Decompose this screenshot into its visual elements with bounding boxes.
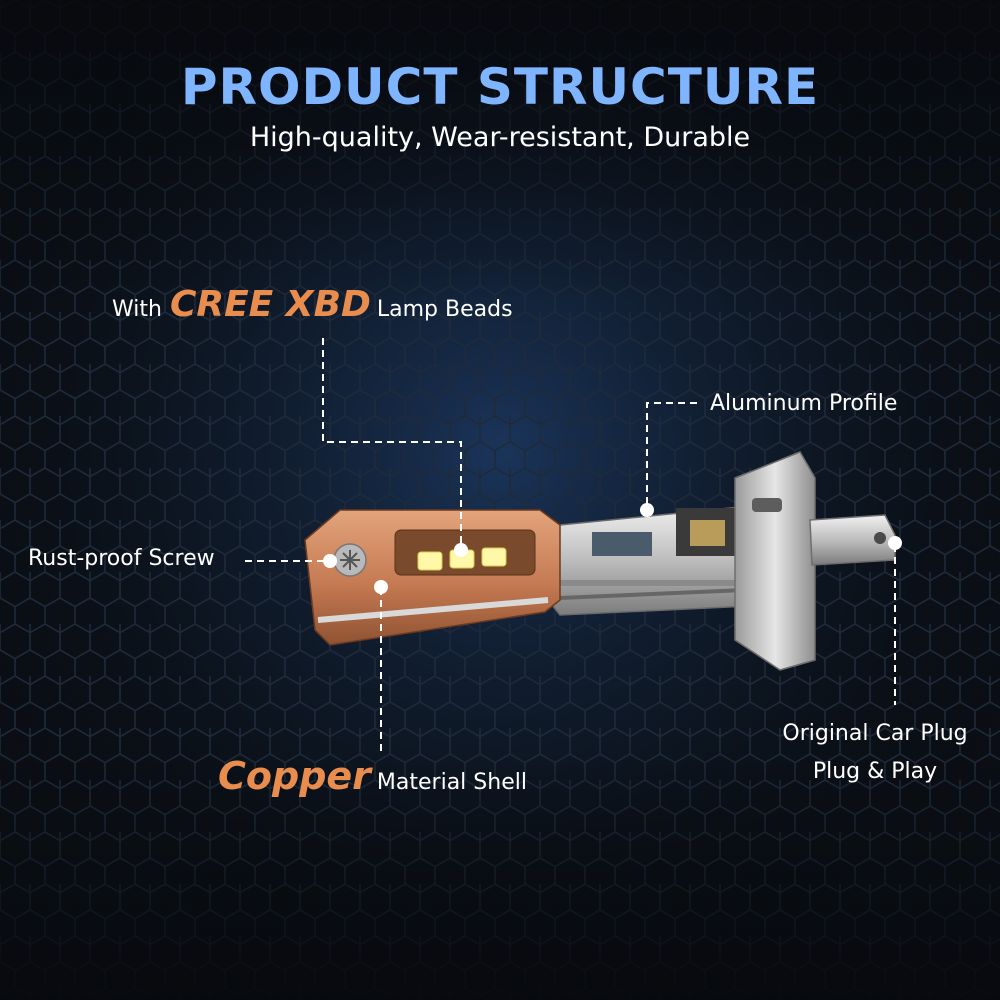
cree-prefix: With (112, 297, 162, 322)
copper-suffix: Material Shell (376, 770, 527, 795)
plug-callout: Original Car Plug Plug & Play (760, 715, 990, 791)
cree-leader-line (322, 338, 462, 548)
aluminum-marker-dot (640, 503, 654, 517)
screw-callout: Rust-proof Screw (28, 546, 215, 571)
plug-line-2: Plug & Play (812, 759, 938, 784)
copper-marker-dot (374, 580, 388, 594)
cree-highlight: CREE XBD (169, 284, 371, 325)
page-title: PRODUCT STRUCTURE (180, 58, 820, 116)
page-subtitle: High-quality, Wear-resistant, Durable (249, 122, 751, 153)
copper-shell (304, 509, 561, 646)
cree-marker-dot (454, 543, 468, 557)
led-beads (417, 547, 507, 571)
screw-marker-dot (323, 554, 337, 568)
aluminum-profile-body (529, 504, 773, 616)
copper-highlight: Copper (218, 754, 371, 798)
plug-line-1: Original Car Plug (782, 721, 968, 746)
aluminum-callout: Aluminum Profile (710, 391, 898, 416)
cree-suffix: Lamp Beads (376, 297, 513, 322)
car-plug-flange (734, 451, 896, 671)
aluminum-leader-line (646, 402, 697, 508)
plug-marker-dot (888, 536, 902, 550)
